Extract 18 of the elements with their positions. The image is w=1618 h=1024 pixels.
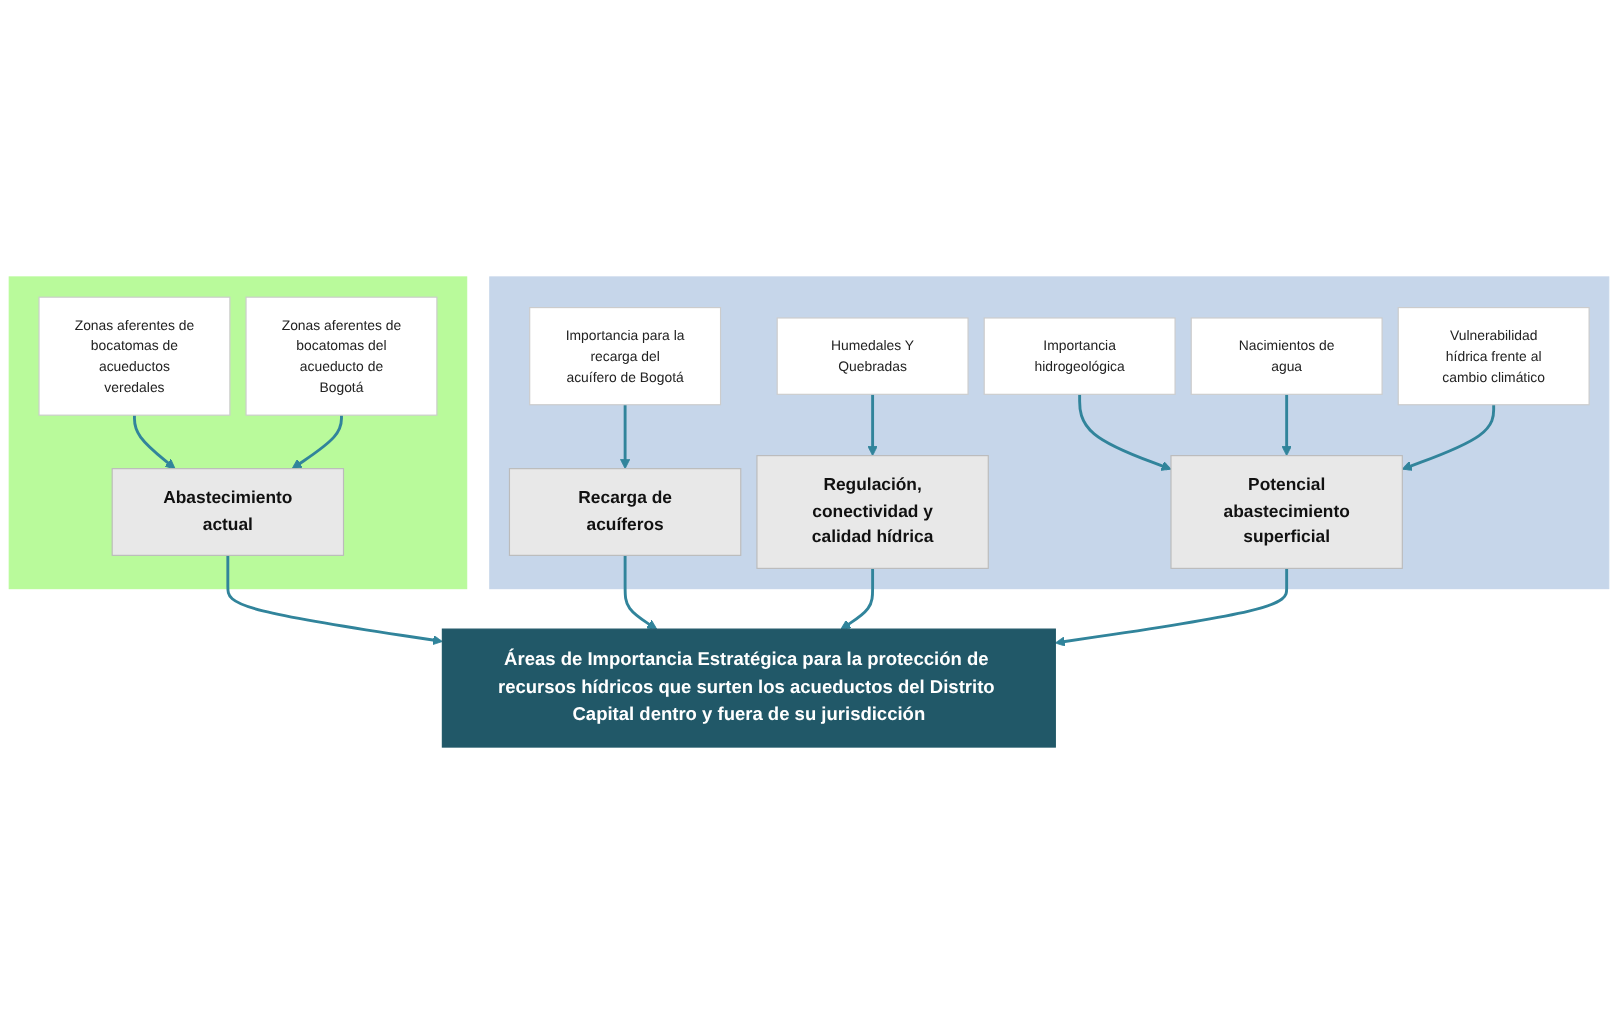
arrow	[226, 555, 443, 646]
node-box: Áreas de Importancia Estratégica para la protección de recursos hídricos que surten los acueductos del Distrito Capital dentro y fuera de su jurisdicción	[441, 628, 1056, 748]
arrow	[1054, 568, 1289, 647]
arrow	[840, 568, 875, 630]
node-box: Potencial abastecimiento superficial	[1170, 455, 1403, 569]
arrow	[1078, 394, 1172, 471]
arrow	[620, 404, 631, 470]
node-box: Abastecimiento actual	[111, 468, 345, 556]
arrow	[623, 555, 658, 630]
cluster	[8, 276, 468, 590]
node-box: Recarga de acuíferos	[508, 468, 742, 556]
cluster	[489, 276, 1610, 590]
arrow	[133, 415, 176, 470]
arrow	[867, 394, 878, 457]
node-box: Regulación, conectividad y calidad hídrica	[756, 455, 989, 569]
arrow	[1401, 404, 1496, 471]
arrow	[1281, 394, 1292, 457]
arrow	[291, 415, 343, 470]
